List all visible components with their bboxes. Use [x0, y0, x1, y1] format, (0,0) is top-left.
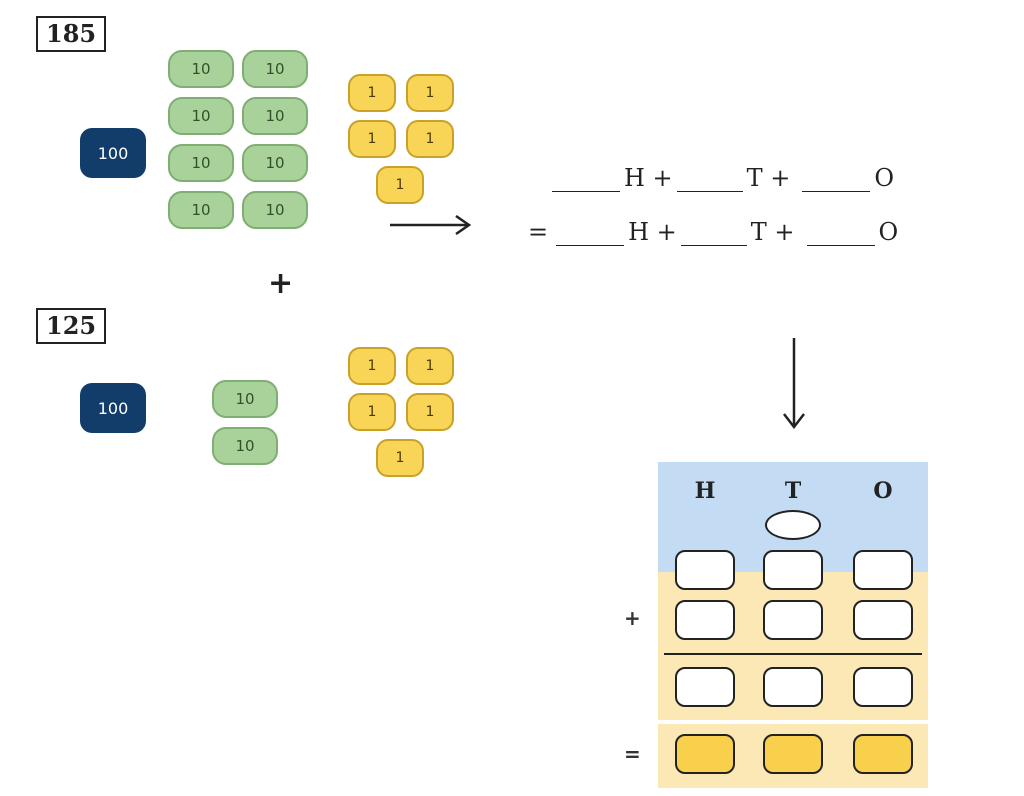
one-block: 1: [406, 74, 454, 112]
sum-line: [664, 653, 922, 655]
cell-row2-ones[interactable]: [853, 600, 913, 640]
carry-oval[interactable]: [765, 510, 821, 540]
hundreds-blank[interactable]: [552, 167, 620, 192]
tens-suffix: T +: [750, 218, 795, 246]
hundred-block: 100: [80, 128, 146, 178]
header-tens: T: [784, 478, 802, 504]
tens-suffix: T +: [746, 164, 791, 192]
hundreds-suffix: H +: [624, 164, 673, 192]
cell-row1-tens[interactable]: [763, 550, 823, 590]
ones-blank[interactable]: [802, 167, 871, 192]
cell-sum-ones[interactable]: [853, 667, 913, 707]
ten-block: 10: [168, 50, 234, 88]
ten-block: 10: [168, 97, 234, 135]
hundred-block: 100: [80, 383, 146, 433]
hundreds-suffix: H +: [628, 218, 677, 246]
cell-row2-tens[interactable]: [763, 600, 823, 640]
one-block: 1: [406, 393, 454, 431]
header-hundreds: H: [694, 478, 716, 504]
answer-cell-hundreds[interactable]: [675, 734, 735, 774]
number-label-125: 125: [36, 308, 107, 344]
ten-block: 10: [242, 97, 308, 135]
one-block: 1: [348, 120, 396, 158]
one-block: 1: [376, 166, 424, 204]
tens-blank[interactable]: [680, 221, 747, 246]
right-arrow-icon: [390, 214, 472, 236]
down-arrow-icon: [783, 338, 805, 430]
ones-blank[interactable]: [806, 221, 875, 246]
cell-row1-ones[interactable]: [853, 550, 913, 590]
number-label-185: 185: [36, 16, 107, 52]
ten-block: 10: [168, 191, 234, 229]
ten-block: 10: [242, 144, 308, 182]
cell-sum-hundreds[interactable]: [675, 667, 735, 707]
equals-sign: =: [528, 218, 549, 246]
ten-block: 10: [212, 427, 278, 465]
expanded-form-line-2: = H + T + O: [528, 218, 898, 246]
one-block: 1: [348, 74, 396, 112]
cell-row2-hundreds[interactable]: [675, 600, 735, 640]
cell-row1-hundreds[interactable]: [675, 550, 735, 590]
ten-block: 10: [242, 191, 308, 229]
header-ones: O: [873, 478, 893, 504]
one-block: 1: [406, 347, 454, 385]
expanded-form-line-1: H + T + O: [552, 164, 894, 192]
ones-suffix: O: [874, 164, 895, 192]
table-plus-sign: +: [624, 606, 641, 630]
one-block: 1: [406, 120, 454, 158]
plus-sign: +: [268, 266, 294, 301]
one-block: 1: [376, 439, 424, 477]
ten-block: 10: [212, 380, 278, 418]
hundreds-blank[interactable]: [556, 221, 625, 246]
one-block: 1: [348, 347, 396, 385]
cell-sum-tens[interactable]: [763, 667, 823, 707]
table-equals-sign: =: [624, 742, 641, 766]
answer-cell-tens[interactable]: [763, 734, 823, 774]
tens-blank[interactable]: [676, 167, 743, 192]
ten-block: 10: [242, 50, 308, 88]
ones-suffix: O: [878, 218, 899, 246]
one-block: 1: [348, 393, 396, 431]
answer-cell-ones[interactable]: [853, 734, 913, 774]
ten-block: 10: [168, 144, 234, 182]
